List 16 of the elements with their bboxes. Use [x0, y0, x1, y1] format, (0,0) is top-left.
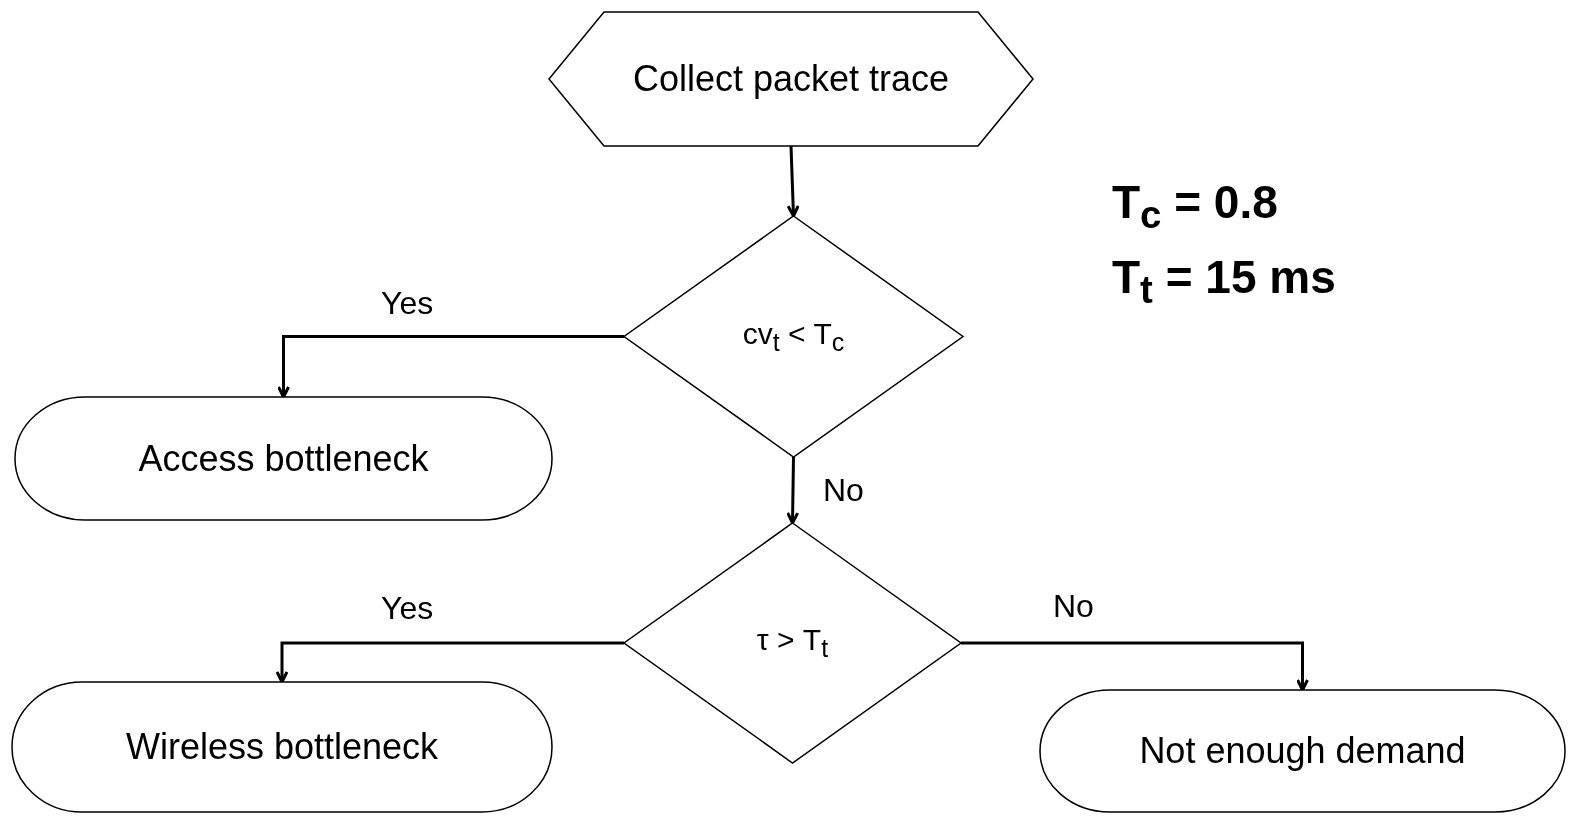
node-text: τ > T$_{t}$	[756, 623, 829, 663]
decision-diamond	[624, 216, 963, 457]
arrow	[275, 641, 624, 684]
threshold-note: T$_{t}$ = 15 ms	[1112, 250, 1336, 313]
arrow	[786, 145, 800, 218]
start-hexagon	[549, 12, 1033, 146]
node-text: Wireless bottleneck	[125, 726, 439, 768]
decision-diamond	[624, 523, 961, 763]
arrow	[961, 641, 1309, 692]
arrow	[277, 335, 624, 399]
node-text: Not enough demand	[1139, 730, 1466, 772]
arrow	[786, 456, 800, 525]
node-text: cv$_{t}$ < T$_{c}$	[742, 316, 845, 357]
node-text: Collect packet trace	[632, 58, 950, 100]
node-text: Access bottleneck	[138, 437, 429, 480]
threshold-note: T$_{c}$ = 0.8	[1112, 175, 1278, 238]
